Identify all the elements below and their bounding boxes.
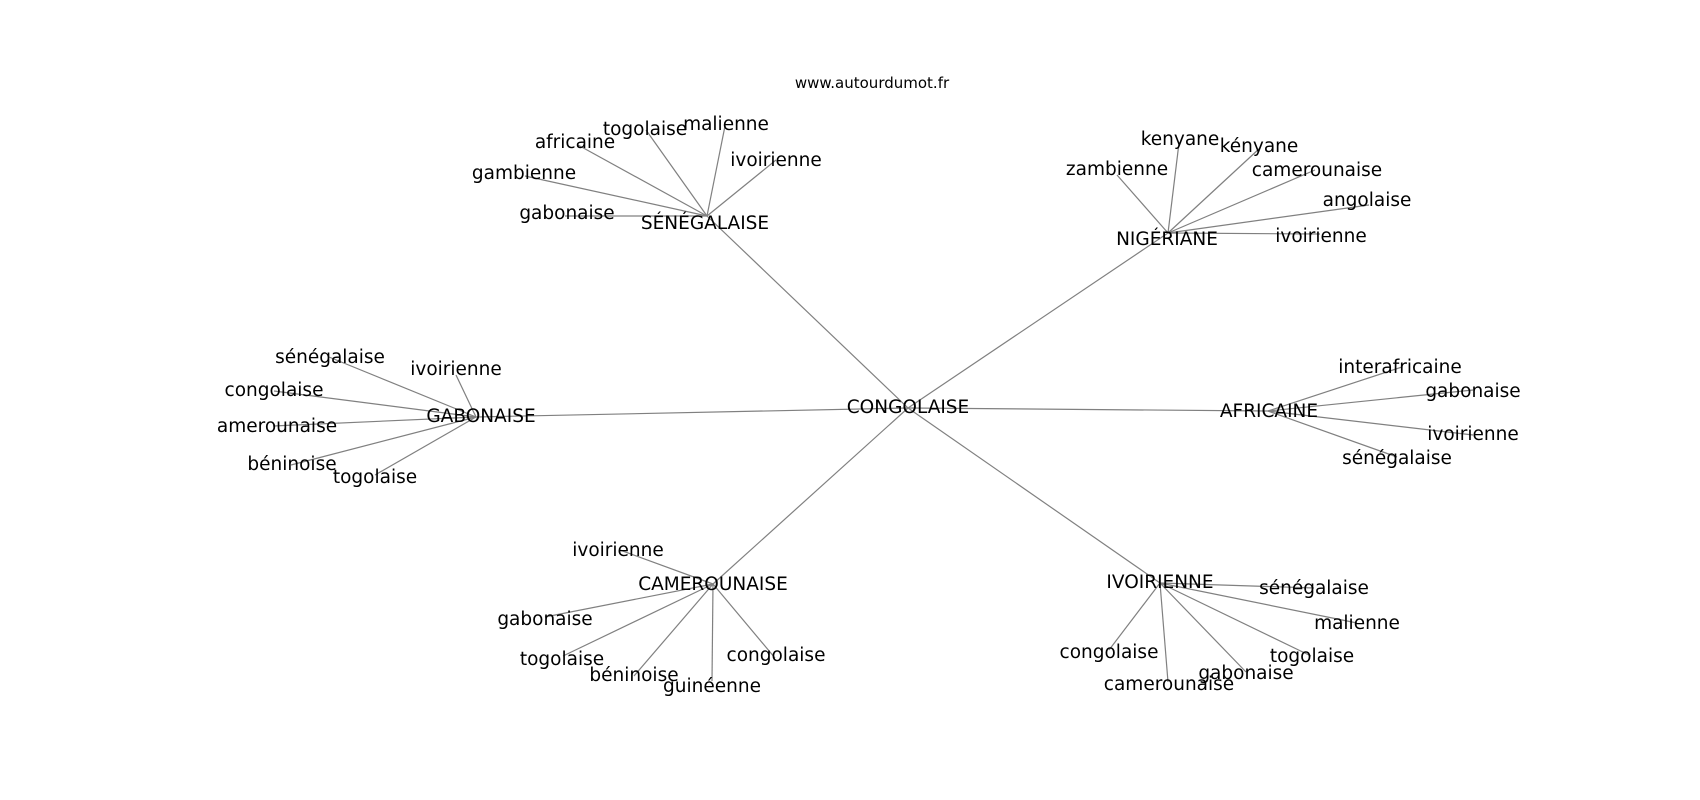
leaf-node-label: interafricaine — [1338, 357, 1461, 378]
hub-node-label: NIGÉRIANE — [1116, 228, 1218, 250]
leaf-node-label: zambienne — [1066, 159, 1168, 180]
edge-hub-to-leaf — [1159, 582, 1247, 673]
edge-hub-to-leaf — [577, 144, 708, 217]
leaf-node-label: togolaise — [1270, 646, 1354, 667]
edge-hub-to-leaf — [1108, 582, 1161, 651]
edge-hub-to-leaf — [1116, 174, 1169, 234]
edge-center-to-hub — [907, 407, 1161, 584]
edge-hub-to-leaf — [706, 125, 726, 217]
leaf-node-label: congolaise — [1060, 642, 1159, 663]
edge-hub-to-leaf — [1167, 204, 1370, 234]
edge-hub-to-leaf — [562, 583, 714, 657]
edge-hub-to-leaf — [272, 416, 477, 427]
leaf-node-label: togolaise — [520, 649, 604, 670]
edge-center-to-hub — [475, 407, 909, 418]
edge-hub-to-leaf — [1159, 582, 1169, 683]
edge-hub-to-leaf — [619, 549, 714, 585]
site-credit: www.autourdumot.fr — [795, 74, 950, 92]
edge-hub-to-leaf — [328, 356, 477, 418]
edge-hub-to-leaf — [544, 583, 714, 618]
leaf-node-label: camerounaise — [1104, 674, 1234, 695]
edge-hub-to-leaf — [374, 416, 477, 476]
edge-hub-to-leaf — [706, 159, 777, 217]
leaf-node-label: africaine — [535, 132, 615, 153]
leaf-node-label: camerounaise — [1252, 160, 1382, 181]
hub-node-label: GABONAISE — [426, 406, 535, 427]
leaf-node-label: ivoirienne — [410, 359, 502, 380]
edge-hub-to-leaf — [1267, 410, 1474, 436]
leaf-node-label: angolaise — [1323, 190, 1412, 211]
leaf-node-label: béninoise — [247, 454, 336, 475]
leaf-node-label: amerounaise — [217, 416, 337, 437]
leaf-node-label: kenyane — [1141, 129, 1220, 150]
leaf-node-label: gambienne — [472, 163, 576, 184]
leaf-node-label: kényane — [1220, 136, 1299, 157]
leaf-node-label: ivoirienne — [730, 150, 822, 171]
edges-layer — [272, 125, 1474, 683]
leaf-node-label: gabonaise — [1425, 381, 1520, 402]
edge-hub-to-leaf — [1167, 232, 1321, 235]
edge-hub-to-leaf — [711, 583, 714, 682]
hub-node-label: CAMEROUNAISE — [638, 574, 788, 595]
labels-layer: CONGOLAISE SÉNÉGALAISE gabonaise gambienne… — [217, 114, 1521, 697]
leaf-node-label: sénégalaise — [275, 347, 385, 368]
edge-center-to-hub — [706, 215, 909, 409]
edge-hub-to-leaf — [1159, 582, 1358, 624]
edge-hub-to-leaf — [524, 175, 708, 217]
edge-center-to-hub — [907, 407, 1269, 412]
edge-hub-to-leaf — [1167, 147, 1261, 234]
leaf-node-label: malienne — [1314, 613, 1400, 634]
edge-hub-to-leaf — [1167, 169, 1316, 234]
edge-hub-to-leaf — [1159, 582, 1312, 657]
edge-hub-to-leaf — [645, 129, 708, 217]
leaf-node-label: gabonaise — [519, 203, 614, 224]
leaf-node-label: gabonaise — [497, 609, 592, 630]
leaf-node-label: béninoise — [589, 665, 678, 686]
leaf-node-label: togolaise — [603, 119, 687, 140]
leaf-node-label: gabonaise — [1198, 663, 1293, 684]
edge-hub-to-leaf — [273, 390, 477, 418]
edge-center-to-hub — [907, 232, 1169, 409]
leaf-node-label: congolaise — [727, 645, 826, 666]
edge-hub-to-leaf — [1267, 366, 1403, 412]
edge-hub-to-leaf — [1267, 389, 1474, 412]
hub-node-label: AFRICAINE — [1220, 401, 1318, 422]
leaf-node-label: sénégalaise — [1342, 448, 1452, 469]
leaf-node-label: ivoirienne — [1275, 226, 1367, 247]
edge-hub-to-leaf — [633, 583, 714, 677]
edge-hub-to-leaf — [712, 583, 776, 659]
edge-hub-to-leaf — [1267, 410, 1398, 458]
center-node-label: CONGOLAISE — [847, 397, 970, 418]
leaf-node-label: congolaise — [225, 380, 324, 401]
edge-hub-to-leaf — [1167, 142, 1180, 234]
leaf-node-label: togolaise — [333, 467, 417, 488]
leaf-node-label: ivoirienne — [572, 540, 664, 561]
edge-hub-to-leaf — [290, 416, 477, 466]
edge-center-to-hub — [712, 407, 909, 585]
leaf-node-label: sénégalaise — [1259, 578, 1369, 599]
leaf-node-label: guinéenne — [663, 676, 761, 697]
leaf-node-label: malienne — [683, 114, 769, 135]
leaf-node-label: ivoirienne — [1427, 424, 1519, 445]
hub-node-label: IVOIRIENNE — [1106, 572, 1213, 593]
hub-node-label: SÉNÉGALAISE — [641, 212, 769, 234]
edge-hub-to-leaf — [1159, 582, 1315, 589]
edge-hub-to-leaf — [455, 374, 477, 418]
